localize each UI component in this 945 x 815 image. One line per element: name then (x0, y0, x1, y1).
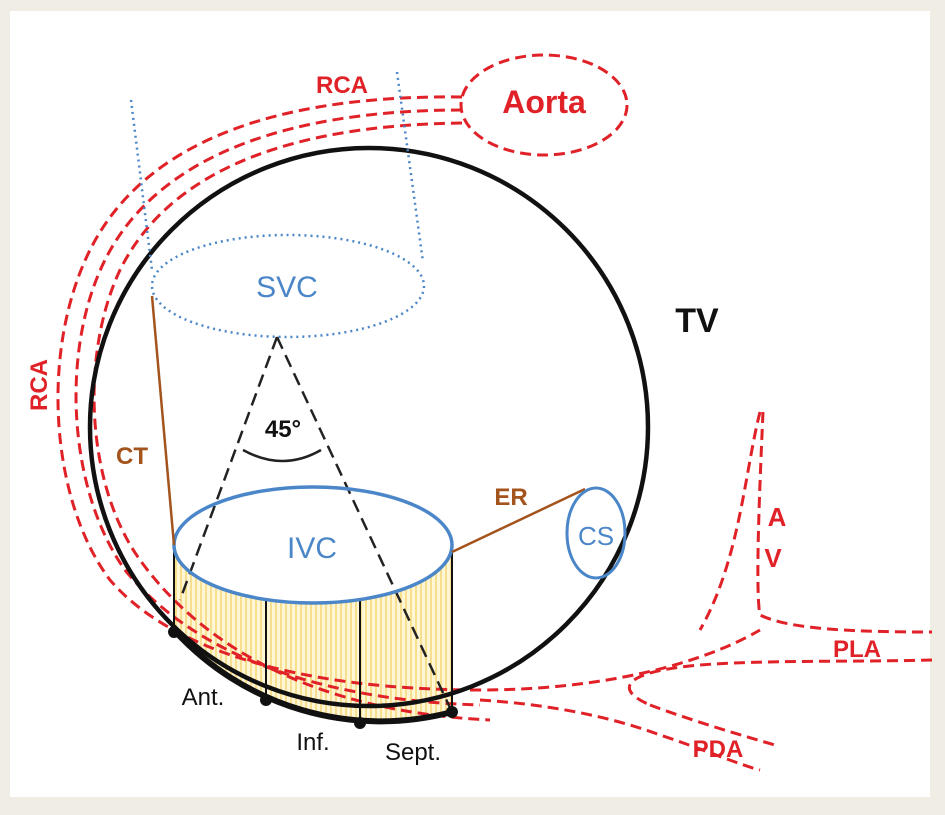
av-a-label: A (768, 502, 787, 532)
pda-label: PDA (693, 736, 744, 763)
angle-arc (242, 448, 322, 463)
tv-label: TV (675, 302, 719, 340)
av-v-label: V (764, 543, 782, 573)
svc-vessel (129, 71, 426, 339)
sept-label: Sept. (385, 739, 441, 766)
rca-left-label: RCA (26, 359, 53, 411)
crista-terminalis-line (150, 295, 176, 546)
ct-label: CT (116, 443, 148, 470)
tricuspid-annulus (87, 145, 651, 709)
isthmus-annulus-thick (171, 627, 453, 725)
pla-branch (628, 658, 933, 707)
aorta-outline (459, 53, 629, 157)
ivc-label: IVC (287, 532, 337, 565)
rca-vessel (56, 95, 761, 722)
av-branch-right (756, 411, 933, 634)
figure-panel (10, 11, 930, 797)
av-groove-vessels (479, 411, 933, 772)
er-label: ER (494, 484, 527, 511)
aorta-label: Aorta (502, 84, 586, 120)
cs-label: CS (578, 521, 614, 551)
isthmus-points (168, 626, 458, 729)
rca-top-label: RCA (316, 72, 368, 99)
eustachian-ridge-line (451, 487, 586, 554)
ant-label: Ant. (182, 684, 225, 711)
coronary-sinus (565, 486, 627, 580)
angle-label: 45° (265, 416, 301, 443)
isthmus-sector-lines (173, 545, 453, 723)
inf-label: Inf. (296, 729, 329, 756)
pla-label: PLA (833, 636, 881, 663)
angle-cone (178, 336, 454, 713)
svc-label: SVC (256, 271, 318, 304)
av-branch-left (698, 411, 762, 631)
